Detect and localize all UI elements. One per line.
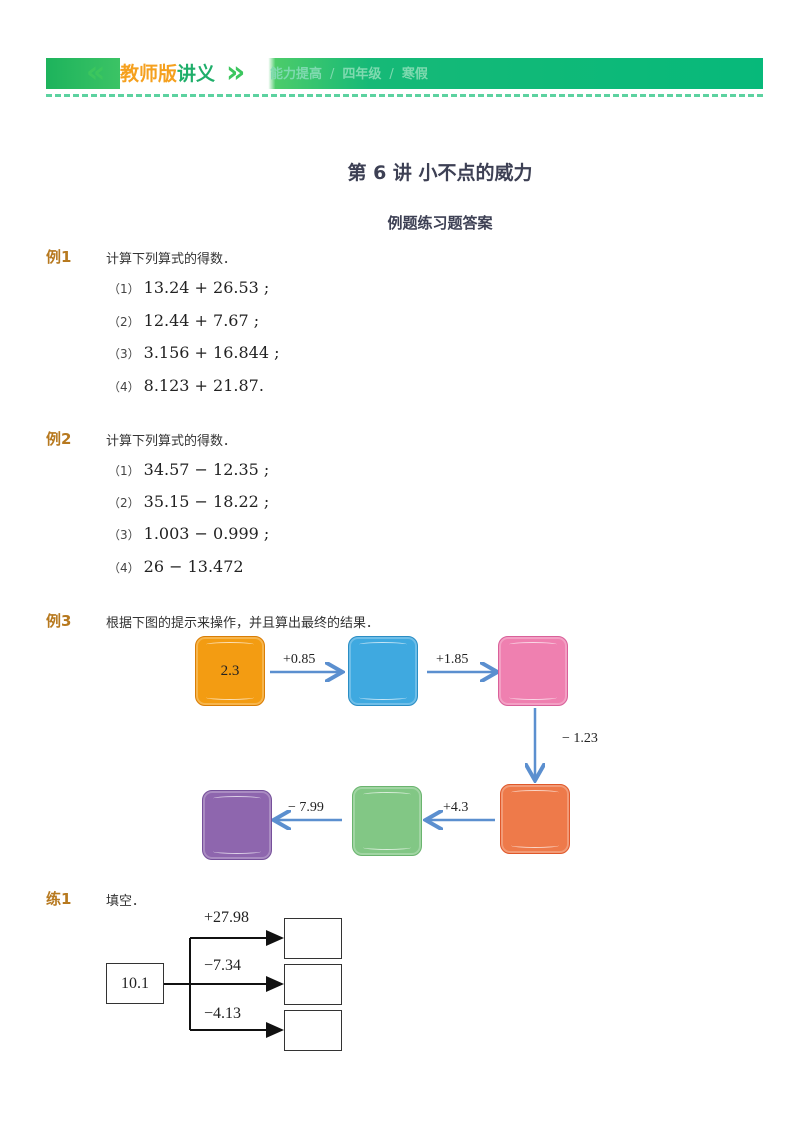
item-number: （1） [108,464,140,478]
breadcrumb-term: 寒假 [401,67,428,82]
practice-answer-box-3[interactable] [284,1010,342,1051]
practice-start-box: 10.1 [106,963,164,1004]
item-number: （2） [108,315,140,329]
practice-answer-box-1[interactable] [284,918,342,959]
flow-box-3 [498,636,568,706]
flow-box-4 [500,784,570,854]
item-number: （3） [108,347,140,361]
item-expression: 3.156 + 16.844 ; [143,343,280,362]
practice-1-prompt: 填空． [106,894,146,909]
flow-box-5 [352,786,422,856]
item-expression: 8.123 + 21.87. [143,376,264,395]
example-1-item: （2）12.44 + 7.67 ; [108,311,259,330]
item-number: （3） [108,528,140,542]
example-1-label: 例1 [46,248,72,266]
item-expression: 35.15 − 18.22 ; [143,492,270,511]
badge-lecture: 讲义 [177,63,216,85]
flow-op-5: − 7.99 [288,800,324,815]
item-number: （4） [108,561,140,575]
item-expression: 26 − 13.472 [143,557,244,576]
example-3-label: 例3 [46,612,72,630]
example-1-prompt: 计算下列算式的得数． [106,252,237,267]
section-subtitle: 例题练习题答案 [387,214,493,232]
practice-op-1: +27.98 [204,909,250,926]
item-expression: 34.57 − 12.35 ; [143,460,270,479]
item-expression: 13.24 + 26.53 ; [143,278,270,297]
example-1-item: （4）8.123 + 21.87. [108,376,264,395]
header-dashed-divider [46,94,763,97]
example-1-item: （1）13.24 + 26.53 ; [108,278,269,297]
header-badge-bg [120,58,232,89]
item-number: （4） [108,380,140,394]
item-number: （2） [108,496,140,510]
example-2-label: 例2 [46,430,72,448]
flow-box-2 [348,636,418,706]
flow-box-start: 2.3 [195,636,265,706]
item-expression: 12.44 + 7.67 ; [143,311,260,330]
example-2-item: （2）35.15 − 18.22 ; [108,492,269,511]
page-title: 第 6 讲 小不点的威力 [347,162,533,184]
example-3-prompt: 根据下图的提示来操作，并且算出最终的结果． [106,616,380,631]
example-2-item: （3）1.003 − 0.999 ; [108,524,269,543]
breadcrumb-grade: 四年级 [342,67,382,82]
practice-answer-box-2[interactable] [284,964,342,1005]
breadcrumb-separator: / [389,67,394,82]
item-number: （1） [108,282,140,296]
example-1-item: （3）3.156 + 16.844 ; [108,343,279,362]
flow-box-result [202,790,272,860]
breadcrumb-separator: / [330,67,335,82]
example-2-item: （4）26 − 13.472 [108,557,244,576]
flow-op-4: +4.3 [443,800,469,815]
practice-1-label: 练1 [46,890,72,908]
practice-op-2: −7.34 [204,957,242,974]
item-expression: 1.003 − 0.999 ; [143,524,270,543]
breadcrumb-level: 能力提高 [270,67,323,82]
flow-op-3: − 1.23 [562,731,598,746]
flow-op-2: +1.85 [436,652,469,667]
header-badge: 教师版讲义 [120,62,215,86]
breadcrumb: 能力提高 / 四年级 / 寒假 [270,66,428,84]
example-2-item: （1）34.57 − 12.35 ; [108,460,269,479]
flow-op-1: +0.85 [283,652,316,667]
practice-op-3: −4.13 [204,1005,242,1022]
badge-teacher-edition: 教师版 [120,63,178,85]
example-2-prompt: 计算下列算式的得数． [106,434,237,449]
